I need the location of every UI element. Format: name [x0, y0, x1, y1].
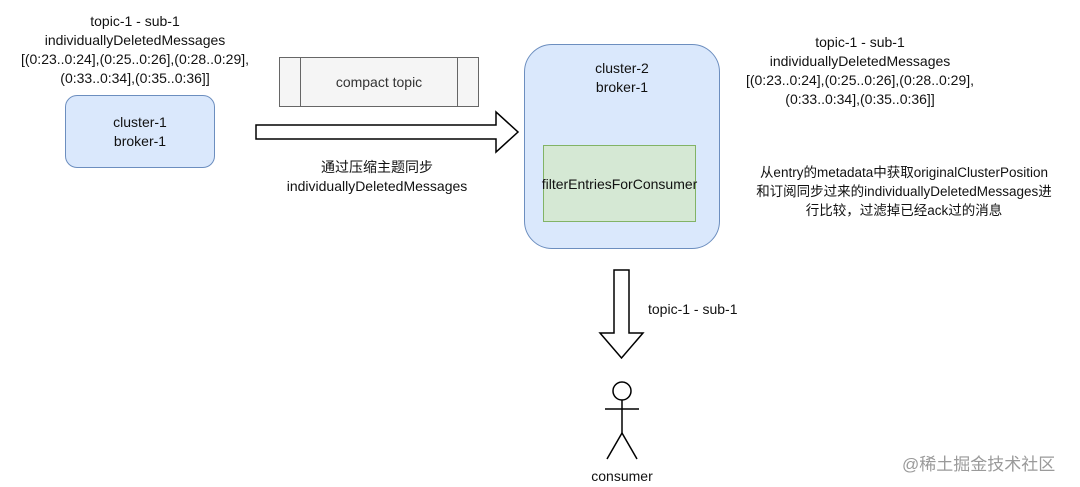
compact-topic-left-bar: [300, 58, 301, 106]
filter-note-line3: 行比较，过滤掉已经ack过的消息: [805, 203, 1003, 218]
compact-topic-label: compact topic: [335, 74, 423, 90]
cluster-2-name: cluster-2: [595, 60, 649, 76]
right-label-line3: [(0:23..0:24],(0:25..0:26],(0:28..0:29],: [745, 72, 975, 88]
down-arrow: [598, 269, 645, 360]
watermark: @稀土掘金技术社区: [902, 455, 1056, 474]
right-subscription-label: topic-1 - sub-1 individuallyDeletedMessa…: [735, 33, 985, 109]
left-label-line1: topic-1 - sub-1: [90, 13, 180, 29]
compact-topic-box: compact topic: [279, 57, 479, 107]
filter-entries-label: filterEntriesForConsumer: [541, 175, 698, 192]
cluster-1-name: cluster-1: [113, 113, 167, 130]
right-label-line4: (0:33..0:34],(0:35..0:36]]: [785, 91, 935, 107]
left-label-line3: [(0:23..0:24],(0:25..0:26],(0:28..0:29],: [20, 51, 250, 67]
consumer-figure: [605, 381, 639, 460]
filter-note-line2: 和订阅同步过来的individuallyDeletedMessages进: [756, 184, 1052, 199]
left-label-line4: (0:33..0:34],(0:35..0:36]]: [60, 70, 210, 86]
right-label-line2: individuallyDeletedMessages: [769, 53, 951, 69]
cluster-1-box: cluster-1 broker-1: [65, 95, 215, 168]
left-subscription-label: topic-1 - sub-1 individuallyDeletedMessa…: [10, 12, 260, 88]
cluster-1-broker: broker-1: [113, 132, 167, 149]
down-arrow-label: topic-1 - sub-1: [648, 301, 738, 317]
sync-label-line2: individuallyDeletedMessages: [286, 178, 468, 194]
filter-note: 从entry的metadata中获取originalClusterPositio…: [733, 163, 1075, 220]
cluster-2-broker: broker-1: [595, 79, 649, 95]
filter-entries-box: filterEntriesForConsumer: [541, 145, 698, 222]
compact-topic-right-bar: [457, 58, 458, 106]
sync-label: 通过压缩主题同步 individuallyDeletedMessages: [262, 158, 492, 196]
right-label-line1: topic-1 - sub-1: [815, 34, 905, 50]
filter-note-line1: 从entry的metadata中获取originalClusterPositio…: [759, 165, 1049, 180]
sync-arrow: [255, 110, 520, 154]
consumer-label: consumer: [591, 468, 653, 484]
left-label-line2: individuallyDeletedMessages: [44, 32, 226, 48]
sync-label-line1: 通过压缩主题同步: [321, 159, 433, 175]
